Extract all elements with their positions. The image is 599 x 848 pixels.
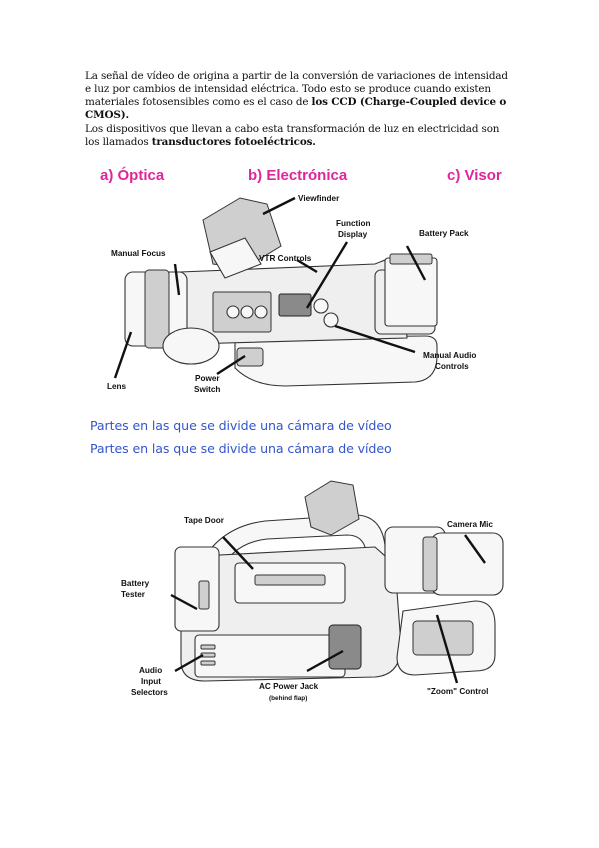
function-display-label: Display	[338, 230, 368, 239]
audio-input-arrow	[174, 653, 204, 673]
vtr-knob-shape	[226, 305, 240, 319]
manual-focus-arrow	[173, 263, 181, 296]
function-display-label: Function	[336, 219, 371, 228]
tape-door-label: Tape Door	[184, 516, 225, 525]
power-switch-shape	[236, 347, 264, 367]
power-switch-label: Power	[195, 374, 220, 383]
camera-mic-shape	[430, 532, 504, 596]
camera-base-shape	[234, 335, 438, 387]
transducers-paragraph-text: Los dispositivos que llevan a cabo esta …	[85, 123, 500, 148]
power-switch-arrow	[216, 354, 246, 376]
ac-power-label: AC Power Jack	[259, 682, 319, 691]
viewfinder-label: Viewfinder	[298, 194, 340, 203]
tape-door-slot	[254, 574, 326, 586]
lens-arrow	[113, 331, 133, 379]
battery-tester-arrow	[170, 593, 198, 611]
camera-mic-arrow	[464, 534, 486, 564]
audio-knob-shape	[323, 312, 339, 328]
battery-tester-label: Tester	[121, 590, 146, 599]
function-display-arrow	[305, 241, 349, 309]
viewfinder-tube	[209, 237, 262, 279]
lens-ring-shape	[144, 269, 170, 349]
zoom-control-label: "Zoom" Control	[427, 687, 488, 696]
section-optica-label: a) Óptica	[100, 166, 165, 184]
intro-paragraph-text: La señal de vídeo de origina a partir de…	[85, 70, 508, 108]
ac-power-arrow	[306, 649, 344, 673]
camera-left-figure: Tape Door Camera Mic Battery Tester Audi…	[121, 480, 504, 702]
manual-audio-arrow	[334, 324, 416, 354]
ac-power-flap-shape	[328, 624, 362, 670]
vtr-controls-arrow	[296, 258, 318, 274]
manual-audio-label: Controls	[435, 362, 469, 371]
tape-door-arrow	[222, 536, 254, 570]
viewfinder-arrow	[262, 196, 296, 216]
lens-front-shape	[162, 327, 220, 365]
audio-input-label: Selectors	[131, 688, 168, 697]
power-switch-label: Switch	[194, 385, 220, 394]
battery-pack-label: Battery Pack	[419, 229, 469, 238]
lower-panel-shape	[194, 634, 346, 678]
battery-pack-shape	[174, 546, 220, 632]
transducers-paragraph: Los dispositivos que llevan a cabo esta …	[85, 123, 515, 149]
intro-paragraph: La señal de vídeo de origina a partir de…	[85, 70, 515, 122]
manual-focus-label: Manual Focus	[111, 249, 166, 258]
camera-mic-ring	[422, 536, 438, 592]
transducers-paragraph-bold: transductores fotoeléctricos.	[151, 136, 316, 148]
battery-pack-shape	[384, 257, 438, 327]
vtr-knob-shape	[254, 305, 268, 319]
camera-mic-label: Camera Mic	[447, 520, 493, 529]
vtr-knob-shape	[240, 305, 254, 319]
section-electronica-label: b) Electrónica	[248, 167, 348, 184]
audio-input-switch	[200, 652, 216, 658]
viewfinder-eyepiece-shape	[304, 480, 360, 536]
lens-label: Lens	[107, 382, 127, 391]
figure-caption: Partes en las que se divide una cámara d…	[90, 441, 392, 456]
battery-tester-window	[198, 580, 210, 610]
battery-pack-arrow	[405, 245, 427, 281]
audio-input-label: Input	[141, 677, 161, 686]
audio-knob-shape	[313, 298, 329, 314]
behind-flap-label: (behind flap)	[269, 695, 307, 702]
zoom-control-arrow	[435, 614, 459, 684]
audio-input-label: Audio	[139, 666, 162, 675]
function-display-shape	[278, 293, 312, 317]
audio-input-switch	[200, 644, 216, 650]
vtr-controls-label: VTR Controls	[259, 254, 312, 263]
battery-tester-label: Battery	[121, 579, 150, 588]
manual-audio-label: Manual Audio	[423, 351, 476, 360]
figure-caption: Partes en las que se divide una cámara d…	[90, 418, 392, 433]
intro-paragraph-bold: los CCD (Charge-Coupled device o CMOS).	[85, 96, 507, 121]
camera-side-figure: a) Óptica b) Electrónica c) Visor Viewfi…	[100, 166, 502, 394]
section-visor-label: c) Visor	[447, 167, 502, 184]
audio-input-switch	[200, 660, 216, 666]
